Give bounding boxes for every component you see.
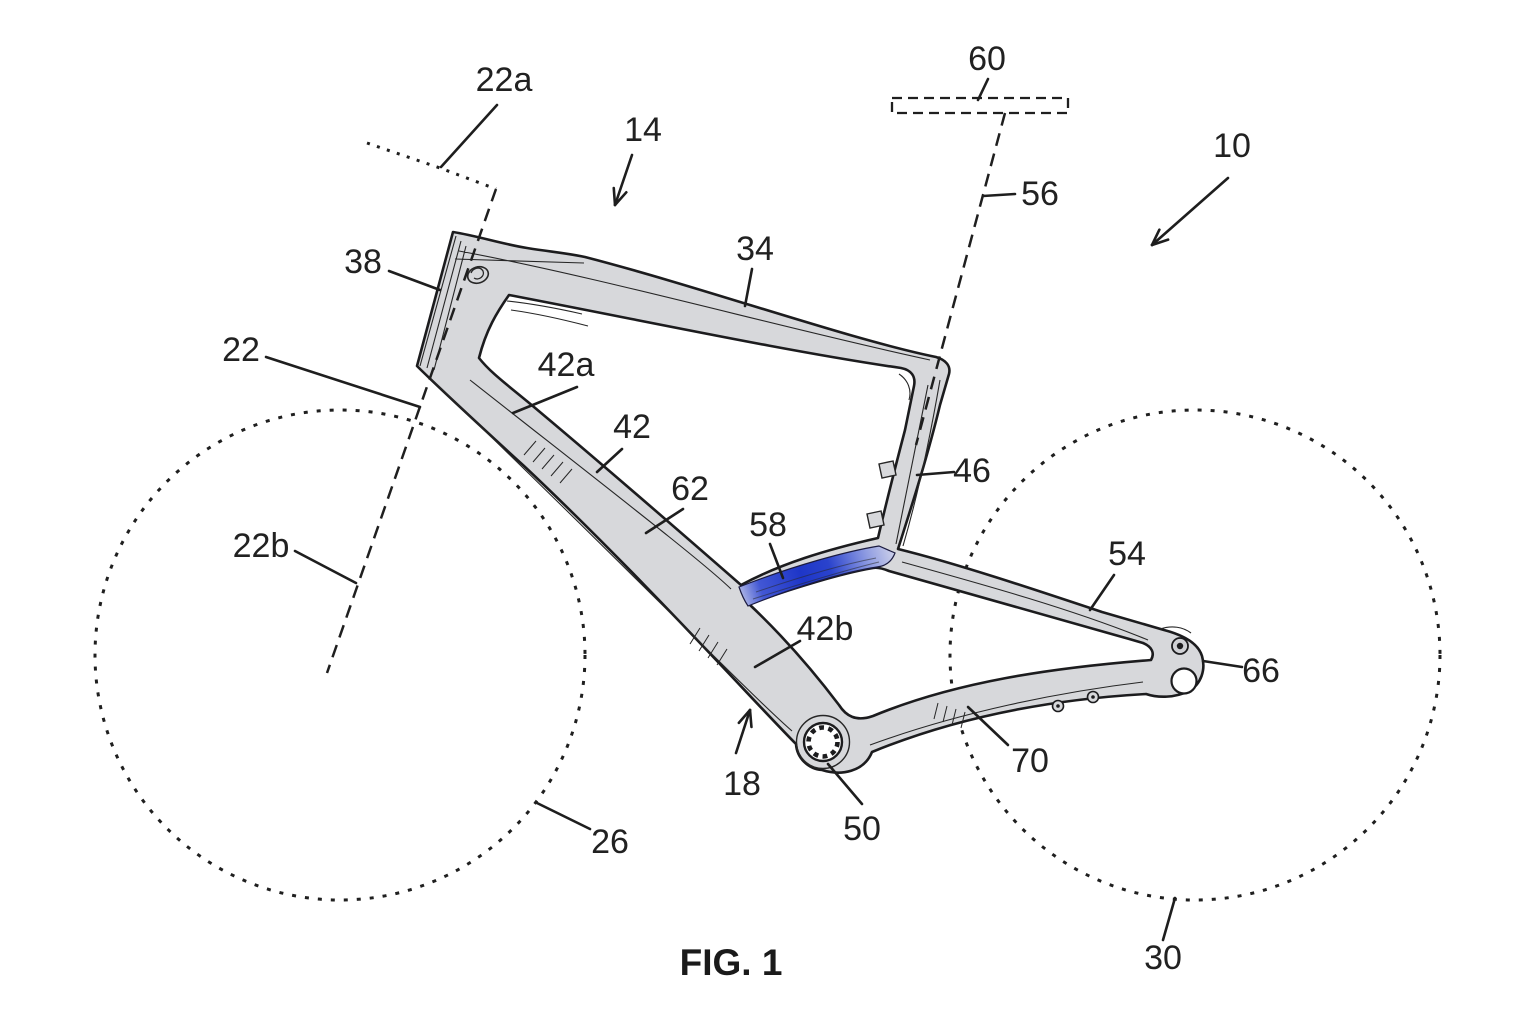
wheel-outlines xyxy=(93,408,1442,902)
ref-label-text-70: 70 xyxy=(1011,742,1049,780)
ref-label-54: 54 xyxy=(1088,535,1146,612)
bicycle-frame xyxy=(415,230,1205,774)
ref-label-34: 34 xyxy=(736,230,774,308)
handlebar-outline xyxy=(366,141,497,191)
dropout-bolt-center xyxy=(1176,642,1184,650)
ref-label-text-56: 56 xyxy=(1021,175,1059,213)
ref-label-text-30: 30 xyxy=(1144,939,1182,977)
hatching-marks xyxy=(523,440,966,729)
ref-label-text-62: 62 xyxy=(671,470,709,508)
seat-tube-tabs xyxy=(866,460,897,529)
ref-label-60: 60 xyxy=(968,40,1006,102)
ref-label-22: 22 xyxy=(222,331,422,409)
ref-label-text-42a: 42a xyxy=(538,346,595,384)
ref-label-22b: 22b xyxy=(233,527,358,585)
head-tube-logo xyxy=(466,265,490,285)
ref-label-42a: 42a xyxy=(511,346,595,415)
ref-label-text-34: 34 xyxy=(736,230,774,268)
ref-label-18: 18 xyxy=(723,708,761,803)
chainstay-bolt-2-center xyxy=(1091,695,1095,699)
ref-label-text-26: 26 xyxy=(591,823,629,861)
ref-label-58: 58 xyxy=(749,506,787,580)
frame-silhouette xyxy=(415,230,1205,774)
ref-label-text-22a: 22a xyxy=(476,61,533,99)
ref-label-text-46: 46 xyxy=(953,452,991,490)
ref-label-text-22: 22 xyxy=(222,331,260,369)
ref-label-text-14: 14 xyxy=(624,111,662,149)
ref-label-text-42b: 42b xyxy=(797,610,854,648)
ref-label-46: 46 xyxy=(915,452,991,490)
head-tube-logo-glyph xyxy=(470,267,485,280)
ref-label-30: 30 xyxy=(1144,896,1182,977)
ref-label-62: 62 xyxy=(644,470,709,535)
seatpost-axis-line xyxy=(914,112,1007,446)
ref-label-text-50: 50 xyxy=(843,810,881,848)
ref-label-56: 56 xyxy=(981,175,1059,213)
ref-label-text-60: 60 xyxy=(968,40,1006,78)
ref-label-50: 50 xyxy=(826,762,881,848)
front-wheel-outline xyxy=(93,408,587,902)
ref-label-text-42: 42 xyxy=(613,408,651,446)
steering-axis-line xyxy=(325,188,498,674)
chainstay-bolt-1-center xyxy=(1056,704,1060,708)
strut-shading-lines xyxy=(752,557,880,600)
reference-labels: 10 14 18 22 22a 22b 26 30 34 38 42 42a 42b 46 50 54 56 58… xyxy=(222,40,1280,977)
frame-detail-lines xyxy=(419,235,1192,746)
ref-label-42b: 42b xyxy=(753,610,854,669)
ref-label-14: 14 xyxy=(612,111,662,207)
bottom-bracket-housing xyxy=(795,714,851,770)
ref-label-70: 70 xyxy=(966,705,1049,780)
ref-label-42: 42 xyxy=(595,408,651,474)
ref-label-38: 38 xyxy=(344,243,442,292)
ref-label-text-22b: 22b xyxy=(233,527,290,565)
ref-label-text-66: 66 xyxy=(1242,652,1280,690)
dropout-axle-hole xyxy=(1170,667,1198,695)
ref-label-66: 66 xyxy=(1201,652,1280,690)
ref-label-text-54: 54 xyxy=(1108,535,1146,573)
ref-label-text-18: 18 xyxy=(723,765,761,803)
ref-label-22a: 22a xyxy=(439,61,533,169)
ref-label-10: 10 xyxy=(1150,127,1251,247)
ref-label-text-58: 58 xyxy=(749,506,787,544)
bottom-bracket-splines xyxy=(806,725,840,759)
ref-label-26: 26 xyxy=(535,801,629,861)
ref-label-text-10: 10 xyxy=(1213,127,1251,165)
figure-caption: FIG. 1 xyxy=(680,942,783,983)
saddle-outline xyxy=(890,96,1070,115)
rear-wheel-outline xyxy=(948,408,1442,902)
ref-label-text-38: 38 xyxy=(344,243,382,281)
